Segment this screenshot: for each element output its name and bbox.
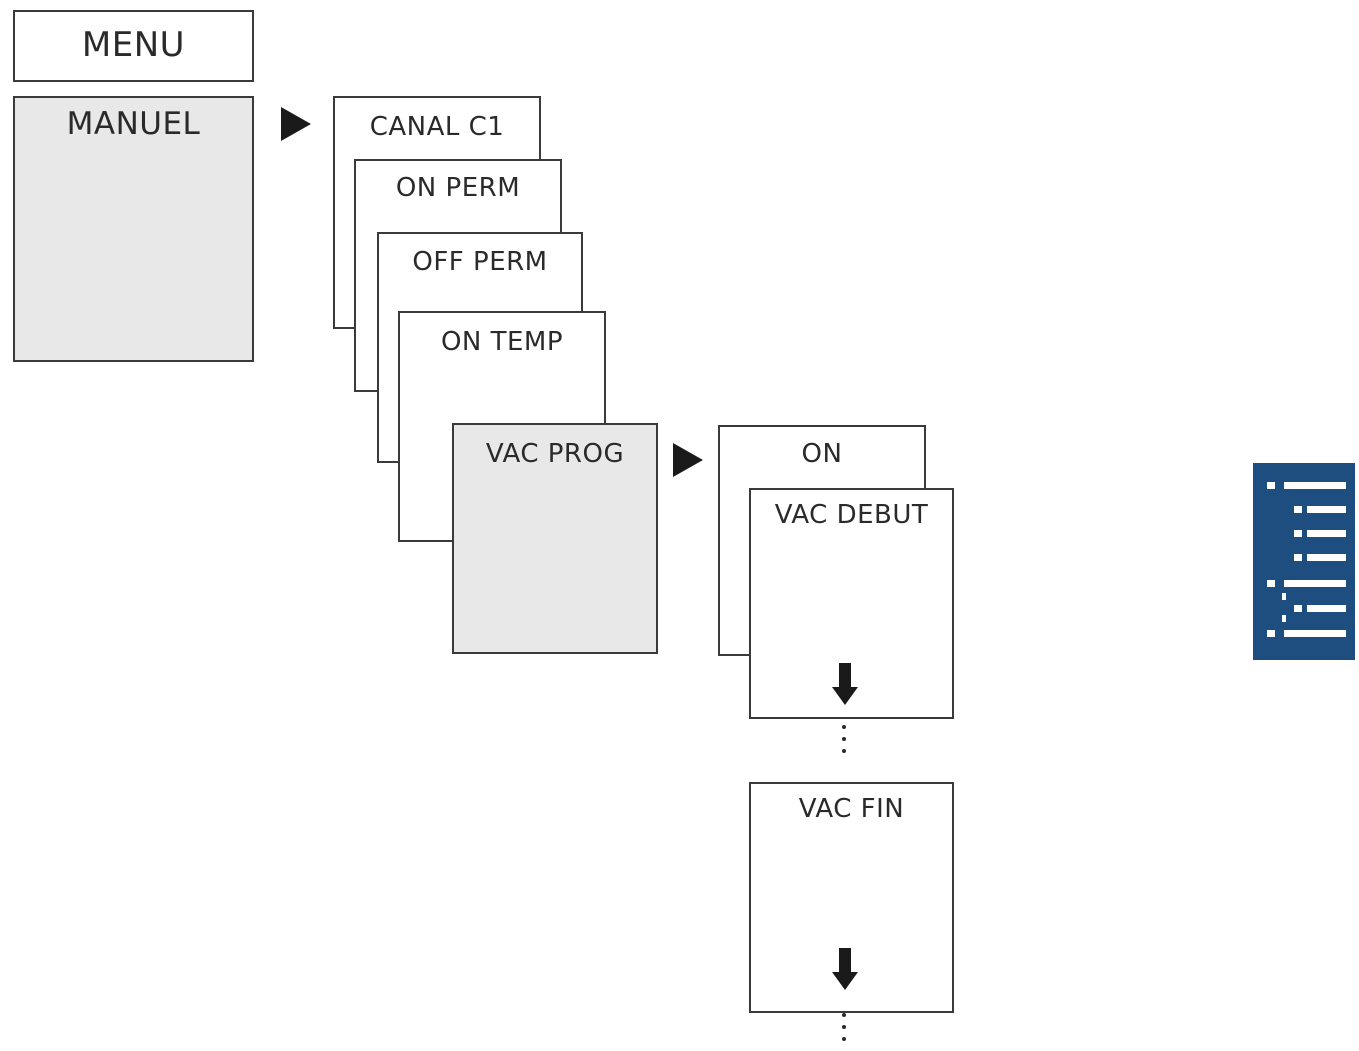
option-item-label: VAC FIN xyxy=(798,794,905,824)
submenu-item-label: CANAL C1 xyxy=(369,112,505,142)
menu-box: MENU xyxy=(13,10,254,82)
menu-list-icon xyxy=(1253,463,1355,660)
menu-title: MENU xyxy=(81,25,186,65)
menu-item-label: MANUEL xyxy=(66,106,201,142)
triangle-right-icon xyxy=(673,443,703,477)
submenu-item-label: VAC PROG xyxy=(485,439,625,469)
submenu-item-label: ON TEMP xyxy=(440,327,564,357)
option-item-vac-debut[interactable]: VAC DEBUT xyxy=(749,488,954,719)
submenu-item-label: OFF PERM xyxy=(412,247,548,277)
arrow-down-icon xyxy=(832,948,858,990)
option-item-label: VAC DEBUT xyxy=(774,500,929,530)
submenu-item-vac-prog[interactable]: VAC PROG xyxy=(452,423,658,654)
option-item-label: ON xyxy=(801,439,843,469)
arrow-down-icon xyxy=(832,663,858,705)
continuation-dots xyxy=(842,725,846,761)
menu-item-manuel[interactable]: MANUEL xyxy=(13,96,254,362)
continuation-dots xyxy=(842,1013,846,1049)
submenu-item-label: ON PERM xyxy=(395,173,521,203)
triangle-right-icon xyxy=(281,107,311,141)
